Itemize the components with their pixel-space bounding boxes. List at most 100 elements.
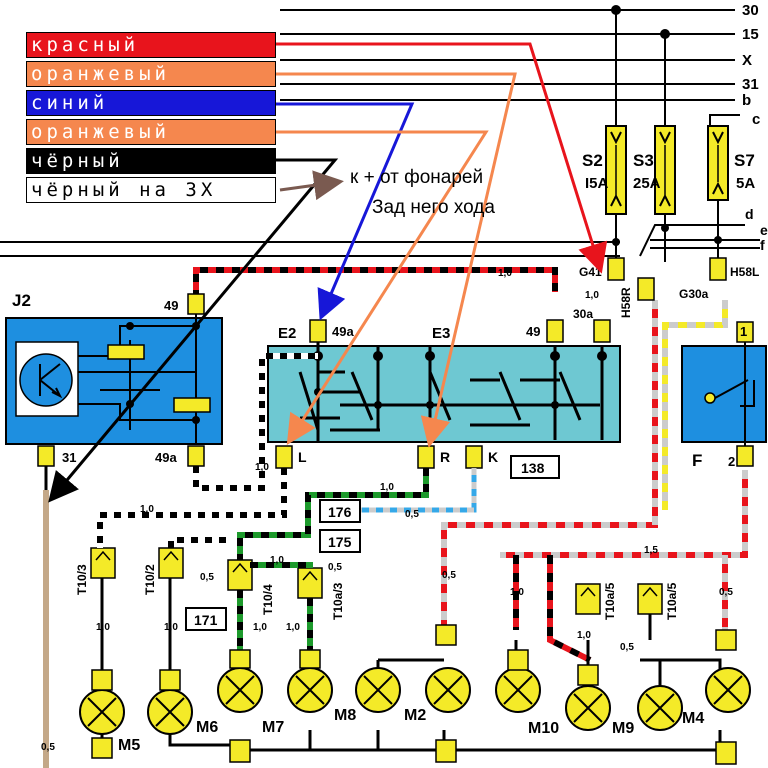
fuse-s3-rating: 25A bbox=[633, 175, 661, 192]
box-138: 138 bbox=[510, 455, 560, 479]
gauge-12: 1,0 bbox=[510, 587, 524, 598]
e2-label: E2 bbox=[278, 325, 296, 342]
j2-term-49: 49 bbox=[164, 298, 178, 313]
gauge-2: 1,0 bbox=[380, 482, 394, 493]
fuse-s3 bbox=[654, 125, 676, 215]
lamp-m4a bbox=[637, 685, 683, 731]
relay-j2-label: J2 bbox=[12, 291, 31, 310]
switch-f-label: F bbox=[692, 451, 702, 470]
connector-t10a-3: T10a/3 bbox=[331, 582, 345, 620]
bus-x-label: X bbox=[742, 52, 752, 69]
fuse-s7-rating: 5A bbox=[736, 175, 755, 192]
box-171: 171 bbox=[185, 607, 227, 631]
gauge-13: 0,5 bbox=[719, 587, 733, 598]
bus-f-label: f bbox=[760, 237, 765, 253]
gauge-3: 1,0 bbox=[255, 462, 269, 473]
legend-red-text: красный bbox=[31, 34, 140, 56]
e3-term-49: 49 bbox=[526, 324, 540, 339]
connector-t10a-5a: T10a/5 bbox=[603, 582, 617, 620]
gauge-11: 0,5 bbox=[442, 570, 456, 581]
legend-red: красный bbox=[26, 32, 276, 58]
gauge-17: 1,0 bbox=[286, 622, 300, 633]
svg-text:175: 175 bbox=[328, 534, 352, 550]
e2-term-49a: 49a bbox=[332, 324, 354, 339]
gauge-4: 0,5 bbox=[405, 509, 419, 520]
h58r-label: H58R bbox=[619, 287, 633, 318]
legend-blue: синий bbox=[26, 90, 276, 116]
lamp-m2-label: M2 bbox=[404, 707, 426, 724]
lamp-m7 bbox=[217, 667, 263, 713]
legend-orange-2: оранжевый bbox=[26, 119, 276, 145]
svg-text:138: 138 bbox=[521, 460, 545, 476]
bus-31-label: 31 bbox=[742, 76, 759, 93]
gauge-1: 1,0 bbox=[140, 504, 154, 515]
f-term-2: 2 bbox=[728, 454, 735, 469]
gauge-7: 1,0 bbox=[164, 622, 178, 633]
fuse-s3-name: S3 bbox=[633, 151, 654, 170]
lamps bbox=[79, 667, 751, 735]
gauge-top: 1,0 bbox=[498, 268, 512, 279]
wire-red-gray bbox=[441, 300, 748, 663]
j2-term-31: 31 bbox=[62, 450, 76, 465]
e3-term-k: K bbox=[488, 449, 498, 465]
gauge-15: 0,5 bbox=[620, 642, 634, 653]
reverse-light-note-line1: к + от фонарей bbox=[350, 167, 484, 188]
lamp-m6 bbox=[147, 689, 193, 735]
g30a-label: G30a bbox=[679, 287, 709, 301]
lamp-m7-label: M7 bbox=[262, 719, 284, 736]
legend-black-on-reverse-text: чёрный на ЗХ bbox=[31, 179, 217, 201]
bus-b-label: b bbox=[742, 92, 751, 109]
lamp-m2a bbox=[355, 667, 401, 713]
lamp-m4b bbox=[705, 667, 751, 713]
lamp-m9-label: M9 bbox=[612, 720, 634, 737]
legend-blue-text: синий bbox=[31, 92, 109, 114]
lamp-m8-label: M8 bbox=[334, 707, 356, 724]
lamp-m10 bbox=[495, 667, 541, 713]
fuse-s2-name: S2 bbox=[582, 151, 603, 170]
connector-t10-4: T10/4 bbox=[261, 584, 275, 615]
lamp-m2b bbox=[425, 667, 471, 713]
lamp-m5-label: M5 bbox=[118, 737, 140, 754]
legend-black: чёрный bbox=[26, 148, 276, 174]
e3-term-r: R bbox=[440, 449, 450, 465]
gauge-10: 0,5 bbox=[328, 562, 342, 573]
j2-term-49a: 49a bbox=[155, 450, 177, 465]
gauge-16: 0,5 bbox=[41, 742, 55, 753]
legend-orange-1-text: оранжевый bbox=[31, 63, 170, 85]
e3-label: E3 bbox=[432, 325, 450, 342]
bus-c-label: c bbox=[752, 111, 760, 128]
bus-15-label: 15 bbox=[742, 26, 759, 43]
wire-red-black bbox=[193, 267, 558, 298]
h58l-label: H58L bbox=[730, 265, 759, 279]
fuse-s2 bbox=[605, 125, 627, 215]
t30a-label: 30a bbox=[573, 307, 593, 321]
legend-black-on-reverse: чёрный на ЗХ bbox=[26, 177, 276, 203]
connectors bbox=[37, 257, 754, 615]
legend-orange-1: оранжевый bbox=[26, 61, 276, 87]
gauge-1-5: 1,5 bbox=[644, 545, 658, 556]
gauge-8: 0,5 bbox=[200, 572, 214, 583]
gauge-6: 1,0 bbox=[96, 622, 110, 633]
fuse-s7 bbox=[707, 125, 729, 201]
box-175: 175 bbox=[319, 529, 361, 553]
gauge-14: 1,0 bbox=[577, 630, 591, 641]
gauge-18: 1,0 bbox=[585, 290, 599, 301]
bus-d-label: d bbox=[745, 206, 754, 222]
legend-orange-2-text: оранжевый bbox=[31, 121, 170, 143]
connector-t10-3: T10/3 bbox=[75, 564, 89, 595]
switch-f bbox=[681, 338, 767, 460]
fuse-s7-name: S7 bbox=[734, 151, 755, 170]
box-176: 176 bbox=[319, 499, 361, 523]
legend-black-text: чёрный bbox=[31, 150, 124, 172]
bus-e-label: e bbox=[760, 222, 768, 238]
lamp-m9 bbox=[565, 685, 611, 731]
bus-30-label: 30 bbox=[742, 2, 759, 19]
connector-t10-2: T10/2 bbox=[143, 564, 157, 595]
lamp-m8 bbox=[287, 667, 333, 713]
e3-term-l: L bbox=[298, 449, 307, 465]
svg-text:176: 176 bbox=[328, 504, 352, 520]
lamp-m5 bbox=[79, 689, 125, 735]
fuse-s2-rating: I5A bbox=[585, 175, 609, 192]
svg-text:171: 171 bbox=[194, 612, 218, 628]
